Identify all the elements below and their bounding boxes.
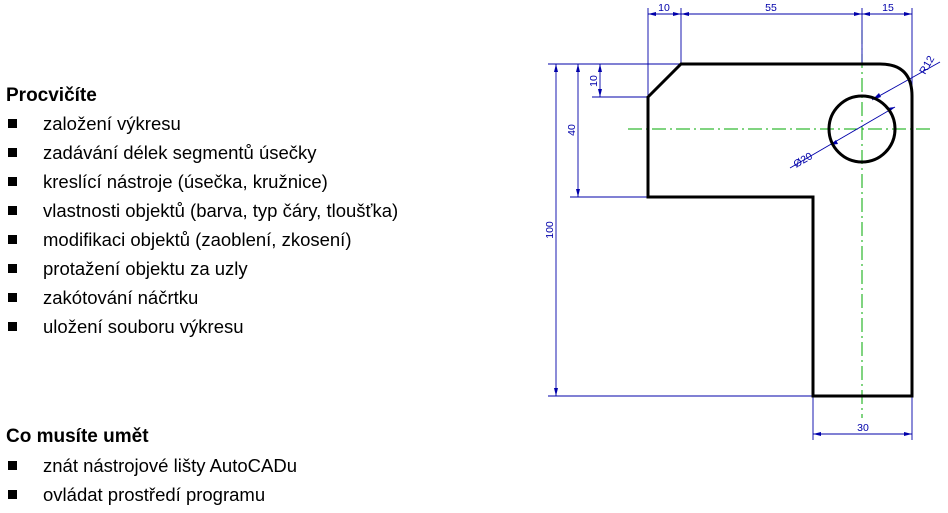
bullet-square-icon — [8, 461, 17, 470]
list-item-label: kreslící nástroje (úsečka, kružnice) — [43, 171, 328, 192]
list-item: znát nástrojové lišty AutoCADu — [6, 455, 297, 476]
dim-top-left: 10 — [658, 2, 670, 14]
list-item: zadávání délek segmentů úsečky — [6, 142, 423, 163]
list-item-label: modifikaci objektů (zaoblení, zkosení) — [43, 229, 352, 250]
bullet-square-icon — [8, 177, 17, 186]
dim-chamfer-height: 10 — [588, 75, 600, 87]
list-item-label: zadávání délek segmentů úsečky — [43, 142, 317, 163]
requirements-list: znát nástrojové lišty AutoCADu ovládat p… — [6, 455, 297, 513]
list-item-label: zakótování náčrtku — [43, 287, 199, 308]
dim-bottom-width: 30 — [857, 422, 869, 434]
bullet-square-icon — [8, 490, 17, 499]
list-item: založení výkresu — [6, 113, 423, 134]
list-item: modifikaci objektů (zaoblení, zkosení) — [6, 229, 423, 250]
dim-total-height: 100 — [544, 221, 556, 239]
section-heading-practice: Procvičíte — [6, 85, 97, 106]
bullet-square-icon — [8, 119, 17, 128]
list-item: kreslící nástroje (úsečka, kružnice) — [6, 171, 423, 192]
dim-top-right: 15 — [882, 2, 894, 14]
list-item: protažení objektu za uzly — [6, 258, 423, 279]
list-item: uložení souboru výkresu — [6, 316, 423, 337]
list-item-label: uložení souboru výkresu — [43, 316, 244, 337]
bullet-square-icon — [8, 322, 17, 331]
dimension-arrows — [554, 12, 912, 436]
dim-inner-height: 40 — [566, 124, 578, 136]
list-item-label: znát nástrojové lišty AutoCADu — [43, 455, 297, 476]
dim-top-middle: 55 — [765, 2, 777, 14]
practice-list: založení výkresu zadávání délek segmentů… — [6, 113, 423, 345]
bullet-square-icon — [8, 206, 17, 215]
list-item-label: protažení objektu za uzly — [43, 258, 248, 279]
list-item-label: vlastnosti objektů (barva, typ čáry, tlo… — [43, 200, 399, 221]
centerlines — [628, 30, 930, 418]
hole-circle — [827, 94, 897, 164]
bullet-square-icon — [8, 148, 17, 157]
list-item: ovládat prostředí programu — [6, 484, 297, 505]
bullet-square-icon — [8, 264, 17, 273]
part-outline — [646, 62, 914, 398]
list-item: zakótování náčrtku — [6, 287, 423, 308]
bullet-square-icon — [8, 235, 17, 244]
list-item-label: založení výkresu — [43, 113, 181, 134]
bullet-square-icon — [8, 293, 17, 302]
list-item: vlastnosti objektů (barva, typ čáry, tlo… — [6, 200, 423, 221]
dimension-lines — [548, 8, 941, 440]
dim-diameter: Ø20 — [792, 150, 815, 170]
list-item-label: ovládat prostředí programu — [43, 484, 266, 505]
section-heading-requirements: Co musíte umět — [6, 426, 149, 447]
